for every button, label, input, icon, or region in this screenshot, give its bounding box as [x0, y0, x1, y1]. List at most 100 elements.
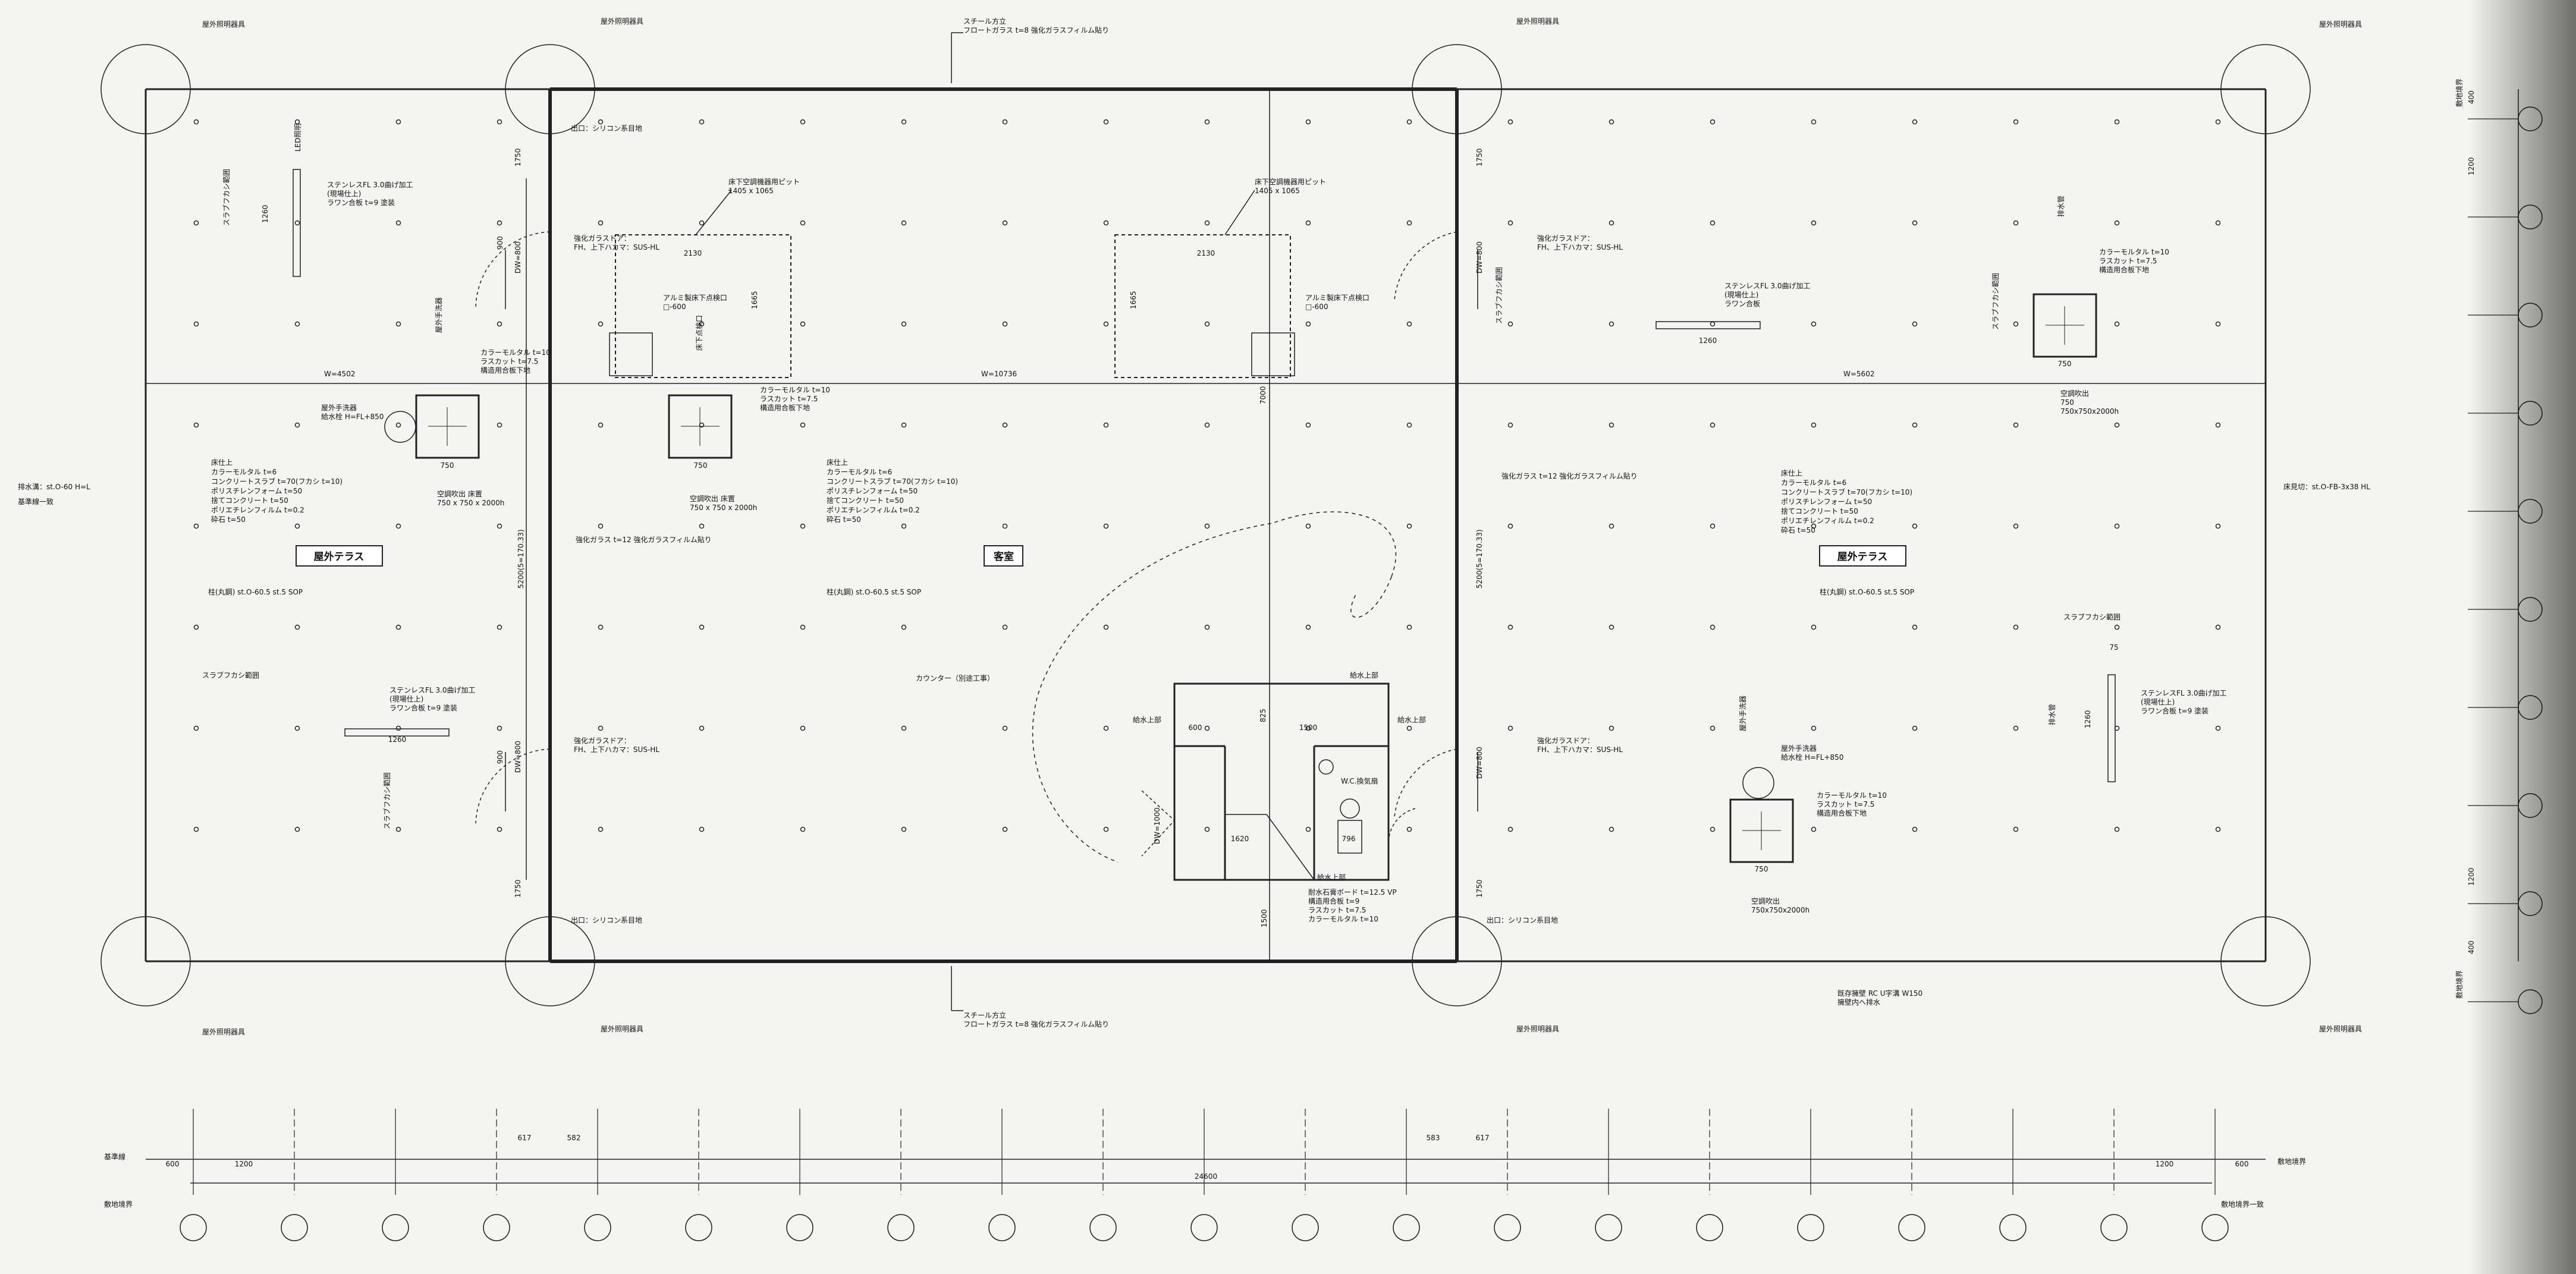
counter-outline: [1032, 511, 1396, 863]
floor-dot: [1912, 826, 1918, 832]
floor-dot: [598, 826, 604, 832]
annotation-text: 1260: [2084, 710, 2092, 728]
floor-dot: [598, 725, 604, 731]
annotation-text: 出口：シリコン系目地: [571, 124, 642, 133]
annotation-text: 750: [2058, 360, 2072, 368]
grid-bubble: [1595, 1214, 1622, 1241]
annotation-line: アルミ製床下点検口: [663, 294, 727, 302]
annotation-line: 400: [2467, 90, 2476, 104]
floor-dot: [1609, 725, 1614, 731]
floor-dot: [395, 725, 401, 731]
annotation-line: ラスカット t=7.5: [1817, 800, 1874, 809]
annotation-text: ステンレスFL 3.0曲げ加工(現場仕上)ラワン合板 t=9 塗装: [2141, 689, 2227, 715]
annotation-line: 構造用合板下地: [2099, 265, 2149, 274]
annotation-text: 給水上部: [1397, 715, 1426, 724]
annotation-line: 600: [2235, 1160, 2249, 1168]
grid-bubble-right: [2518, 205, 2543, 229]
annotation-line: コンクリートスラブ t=70(フカシ t=10): [827, 477, 958, 486]
floor-dot: [1305, 624, 1311, 630]
floor-dot: [1002, 523, 1008, 529]
floor-dot: [2215, 826, 2221, 832]
annotation-line: 屋外手洗器: [321, 404, 357, 412]
stainless-strip: [344, 728, 450, 737]
annotation-line: 敷地境界: [2277, 1157, 2306, 1166]
annotation-text: W.C.換気扇: [1341, 776, 1378, 785]
door-swing: [475, 231, 551, 310]
annotation-text: 強化ガラスドア：FH、上下ハカマ：SUS-HL: [574, 737, 659, 754]
grid-bubble-right: [2518, 793, 2543, 818]
annotation-line: DW=800: [1475, 241, 1484, 273]
annotation-line: 出口：シリコン系目地: [571, 124, 642, 133]
floor-dot: [2215, 523, 2221, 529]
floor-dot: [1609, 523, 1614, 529]
grid-bubble: [1089, 1214, 1117, 1241]
annotation-line: カラーモルタル t=6: [827, 468, 892, 476]
grid-bubble-right: [2518, 106, 2543, 131]
annotation-text: スラブフカシ範囲: [222, 169, 231, 226]
hand-basin: [1742, 767, 1774, 799]
annotation-text: 排水管: [2056, 196, 2065, 217]
door-swing: [1394, 748, 1457, 818]
floor-dot: [1103, 523, 1109, 529]
floor-dot: [294, 523, 300, 529]
floor-dot: [2215, 321, 2221, 327]
floor-dot: [1406, 725, 1412, 731]
annotation-text: 屋外照明器具: [2319, 1025, 2362, 1033]
annotation-text: 583: [1427, 1134, 1440, 1142]
plan-geometry: [100, 32, 2543, 1241]
annotation-line: 1750: [514, 148, 522, 166]
annotation-line: カラーモルタル t=6: [1781, 479, 1846, 487]
annotation-text: 屋外照明器具: [601, 1025, 643, 1033]
annotation-line: スラブフカシ範囲: [1494, 267, 1503, 324]
annotation-text: W=10736: [981, 370, 1017, 378]
floor-dot: [2013, 826, 2019, 832]
annotation-text: 強化ガラスドア：FH、上下ハカマ：SUS-HL: [574, 234, 659, 251]
annotation-text: 2130: [1197, 249, 1215, 257]
annotation-line: 屋外照明器具: [202, 1028, 245, 1036]
grid-bubble: [887, 1214, 915, 1241]
hvac-column: [415, 394, 480, 459]
floor-dot: [395, 523, 401, 529]
annotation-line: 2130: [684, 249, 702, 257]
floor-dot: [2215, 119, 2221, 125]
annotation-text: 1260: [261, 205, 269, 223]
annotation-line: 796: [1342, 835, 1356, 843]
annotation-text: 屋外照明器具: [601, 17, 643, 26]
annotation-text: 796: [1342, 835, 1356, 843]
annotation-line: カラーモルタル t=10: [1308, 915, 1378, 923]
floor-dot: [1710, 422, 1716, 428]
wc-toilet: [1337, 820, 1362, 854]
floor-dot: [193, 119, 199, 125]
annotation-line: 砕石 t=50: [827, 515, 861, 524]
annotation-line: 1620: [1231, 835, 1249, 843]
floor-dot: [2114, 321, 2120, 327]
floor-dot: [699, 119, 705, 125]
floor-dot: [1507, 826, 1513, 832]
annotation-text: 1260: [1699, 336, 1717, 345]
grid-bubble: [281, 1214, 308, 1241]
annotation-line: 出口：シリコン系目地: [1487, 916, 1558, 924]
grid-circle: [505, 44, 595, 134]
floor-dot: [497, 220, 502, 226]
leader-line: [1224, 190, 1255, 235]
floor-dot: [2114, 220, 2120, 226]
annotation-line: 空調吹出 床置: [437, 490, 482, 498]
annotation-line: 屋外照明器具: [202, 20, 245, 29]
floor-dot: [1710, 725, 1716, 731]
room-label-guest: 客室: [993, 551, 1014, 563]
annotation-text: W=5602: [1843, 370, 1874, 378]
floor-dot: [1406, 119, 1412, 125]
floor-dot: [1204, 220, 1210, 226]
floor-dot: [1305, 422, 1311, 428]
annotation-text: 屋外手洗器: [435, 297, 443, 333]
floor-dot: [2114, 624, 2120, 630]
annotation-line: W=4502: [324, 370, 355, 378]
floor-dot: [901, 220, 907, 226]
annotation-line: 屋外照明器具: [1516, 17, 1559, 26]
grid-circle: [1412, 44, 1502, 134]
floor-dot: [901, 624, 907, 630]
annotation-line: 強化ガラスドア：: [574, 234, 631, 243]
floor-dot: [1609, 220, 1614, 226]
annotation-line: 捨てコンクリート t=50: [211, 496, 288, 505]
